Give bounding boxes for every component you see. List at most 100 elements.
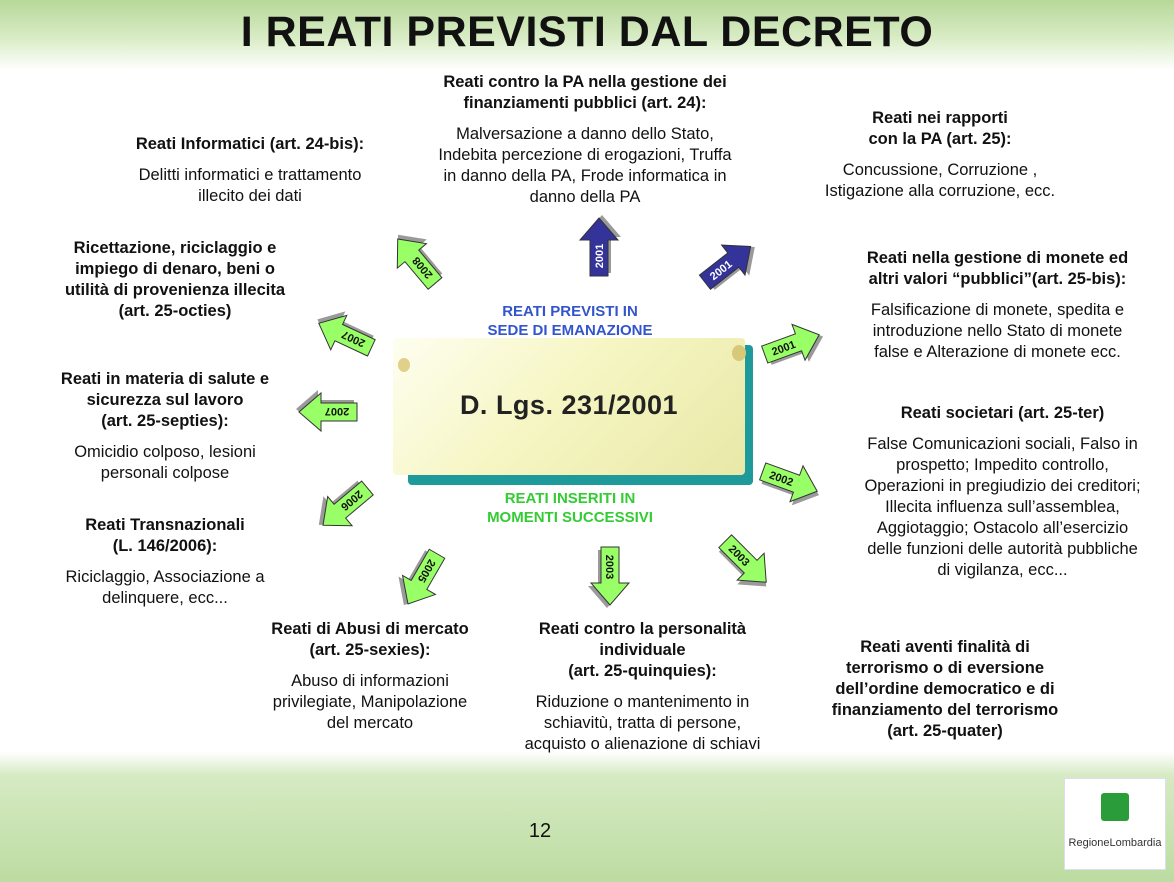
block-body-line: Illecita influenza sull’assemblea,	[885, 498, 1120, 516]
block-heading: (art. 25-quater)	[887, 722, 1003, 740]
decree-scroll	[393, 338, 745, 475]
block-body-line: privilegiate, Manipolazione	[272, 693, 468, 711]
block-heading: Reati contro la PA nella gestione dei	[443, 73, 727, 91]
block-body-line: Abuso di informazioni	[291, 672, 449, 690]
arrow-2007-art25octies: 2007	[317, 311, 376, 357]
upper-center-label: REATI PREVISTI IN SEDE DI EMANAZIONE	[480, 302, 660, 340]
header-band	[0, 0, 1174, 70]
block-heading: Ricettazione, riciclaggio e	[73, 239, 277, 257]
block-body-line: introduzione nello Stato di monete	[872, 322, 1123, 340]
block-body-line: di vigilanza, ecc...	[937, 561, 1068, 579]
block-body: False Comunicazioni sociali, Falso in pr…	[830, 434, 1174, 581]
block-body: Riduzione o mantenimento in schiavitù, t…	[500, 692, 785, 755]
block-body-line: in danno della PA, Frode informatica in	[443, 167, 727, 185]
block-heading: Reati contro la personalità	[538, 620, 747, 638]
arrow-2003-art25quater: 2003	[718, 534, 767, 587]
block-body-line: illecito dei dati	[198, 187, 302, 205]
block-heading: utilità di provenienza illecita	[64, 281, 286, 299]
arrow-year-label: 2003	[603, 555, 615, 579]
block-art25septies: Reati in materia di salute e sicurezza s…	[25, 369, 305, 484]
block-heading: Reati aventi finalità di	[860, 638, 1030, 656]
block-art25bis: Reati nella gestione di monete ed altri …	[830, 248, 1165, 363]
arrow-2002-art25ter: 2002	[758, 462, 819, 506]
block-heading: Reati societari (art. 25-ter)	[900, 404, 1105, 422]
block-heading: finanziamento del terrorismo	[831, 701, 1059, 719]
block-heading: individuale	[599, 641, 686, 659]
arrow-year-label: 2001	[594, 244, 606, 268]
block-art25quater: Reati aventi finalità di terrorismo o di…	[790, 637, 1100, 742]
scroll-curl-icon	[398, 358, 410, 372]
lower-center-label: REATI INSERITI IN MOMENTI SUCCESSIVI	[470, 489, 670, 527]
block-body-line: Concussione, Corruzione ,	[842, 161, 1038, 179]
block-body: Delitti informatici e trattamento illeci…	[100, 165, 400, 207]
block-body-line: delle funzioni delle autorità pubbliche	[867, 540, 1138, 558]
block-body-line: Aggiotaggio; Ostacolo all’esercizio	[876, 519, 1129, 537]
block-heading: Reati Transnazionali	[85, 516, 245, 534]
block-body-line: Riduzione o mantenimento in	[535, 693, 750, 711]
block-body: Concussione, Corruzione , Istigazione al…	[800, 160, 1080, 202]
block-heading: (L. 146/2006):	[112, 537, 218, 555]
block-body: Falsificazione di monete, spedita e intr…	[830, 300, 1165, 363]
block-heading: Reati in materia di salute e	[60, 370, 270, 388]
block-body-line: schiavitù, tratta di persone,	[543, 714, 742, 732]
arrow-2001-art25bis: 2001	[760, 323, 824, 365]
regione-lombardia-logo: RegioneLombardia	[1064, 778, 1166, 870]
block-art25sexies: Reati di Abusi di mercato (art. 25-sexie…	[235, 619, 505, 734]
block-heading: (art. 25-septies):	[101, 412, 229, 430]
logo-text: RegioneLombardia	[1068, 837, 1162, 849]
block-heading: (art. 25-octies)	[118, 302, 232, 320]
block-body-line: Operazioni in pregiudizio dei creditori;	[864, 477, 1141, 495]
block-body-line: prospetto; Impedito controllo,	[896, 456, 1109, 474]
block-body-line: Delitti informatici e trattamento	[138, 166, 362, 184]
block-heading: terrorismo o di eversione	[845, 659, 1045, 677]
block-heading: (art. 25-sexies):	[309, 641, 431, 659]
block-art25: Reati nei rapporti con la PA (art. 25): …	[800, 108, 1080, 202]
block-body-line: Indebita percezione di erogazioni, Truff…	[438, 146, 732, 164]
block-heading: Reati nei rapporti	[872, 109, 1008, 127]
arrow-2003-art25quinquies: 2003	[588, 546, 631, 608]
arrow-2007-art25septies: 2007	[296, 390, 358, 433]
block-body-line: Riciclaggio, Associazione a	[65, 568, 265, 586]
slide-title: I REATI PREVISTI DAL DECRETO	[240, 8, 934, 56]
block-body-line: Omicidio colposo, lesioni	[74, 443, 256, 461]
block-body: Abuso di informazioni privilegiate, Mani…	[235, 671, 505, 734]
block-art25quinquies: Reati contro la personalità individuale …	[500, 619, 785, 755]
lower-label-line: MOMENTI SUCCESSIVI	[487, 509, 653, 526]
block-body-line: Istigazione alla corruzione, ecc.	[824, 182, 1056, 200]
block-art25octies: Ricettazione, riciclaggio e impiego di d…	[20, 238, 330, 322]
footer-band	[0, 752, 1174, 882]
block-heading: con la PA (art. 25):	[868, 130, 1012, 148]
block-art25ter: Reati societari (art. 25-ter) False Comu…	[830, 403, 1174, 581]
logo-cross-icon	[1101, 793, 1129, 821]
arrow-2008-art24bis: 2008	[396, 234, 443, 290]
block-heading: (art. 25-quinquies):	[568, 662, 717, 680]
block-transnazionali: Reati Transnazionali (L. 146/2006): Rici…	[15, 515, 315, 609]
block-heading: Reati Informatici (art. 24-bis):	[135, 135, 365, 153]
arrow-2005-art25sexies: 2005	[398, 548, 446, 606]
block-body-line: delinquere, ecc...	[102, 589, 228, 607]
block-heading: dell’ordine democratico e di	[835, 680, 1055, 698]
upper-label-line: SEDE DI EMANAZIONE	[487, 322, 653, 339]
block-body-line: False Comunicazioni sociali, Falso in	[867, 435, 1138, 453]
block-heading: finanziamenti pubblici (art. 24):	[463, 94, 707, 112]
block-body-line: danno della PA	[529, 188, 641, 206]
block-body-line: Falsificazione di monete, spedita e	[870, 301, 1125, 319]
scroll-curl-icon	[732, 345, 746, 361]
arrow-year-label: 2007	[325, 405, 349, 417]
lower-label-line: REATI INSERITI IN	[504, 490, 636, 507]
decree-title: D. Lgs. 231/2001	[459, 390, 679, 420]
block-body: Omicidio colposo, lesioni personali colp…	[25, 442, 305, 484]
block-body-line: false e Alterazione di monete ecc.	[874, 343, 1121, 361]
block-body-line: acquisto o alienazione di schiavi	[524, 735, 761, 753]
block-body: Malversazione a danno dello Stato, Indeb…	[410, 124, 760, 208]
block-heading: impiego di denaro, beni o	[75, 260, 275, 278]
arrow-2001-art24: 2001	[578, 215, 621, 277]
block-heading: altri valori “pubblici”(art. 25-bis):	[868, 270, 1127, 288]
block-body-line: personali colpose	[100, 464, 230, 482]
arrow-2001-art25: 2001	[698, 244, 755, 291]
block-heading: Reati nella gestione di monete ed	[866, 249, 1129, 267]
page-number: 12	[528, 820, 552, 842]
arrow-2006-transnazionali: 2006	[318, 480, 374, 527]
block-art24: Reati contro la PA nella gestione dei fi…	[410, 72, 760, 208]
upper-label-line: REATI PREVISTI IN	[502, 303, 638, 320]
